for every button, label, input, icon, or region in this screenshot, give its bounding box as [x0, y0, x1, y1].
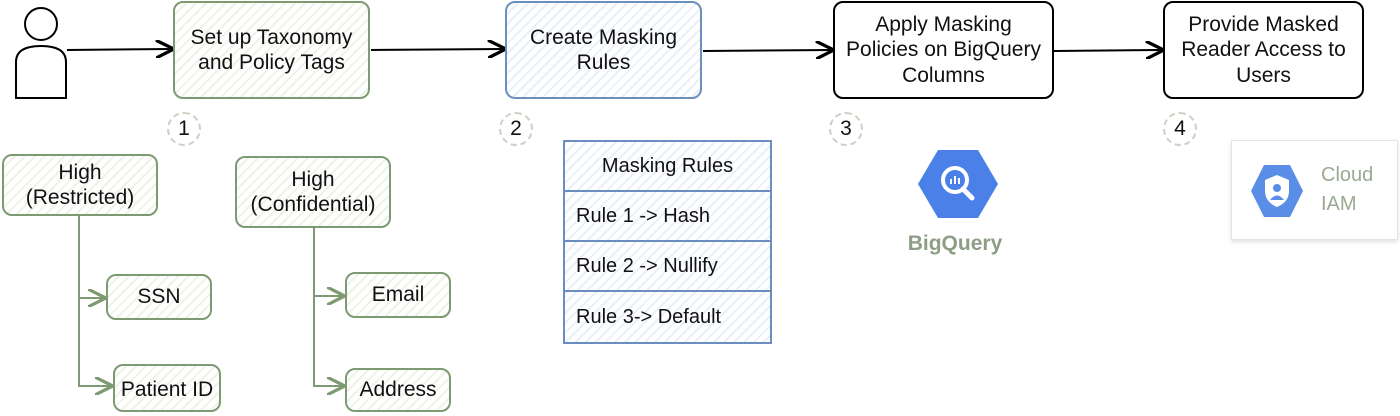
- tag-patient-id: Patient ID: [113, 364, 221, 412]
- bigquery-icon: [918, 150, 998, 218]
- tag-email-label: Email: [371, 283, 425, 307]
- tag-patient-id-label: Patient ID: [120, 377, 214, 401]
- cloud-iam-icon: [1251, 165, 1303, 217]
- masking-rule-1: Rule 1 -> Hash: [565, 192, 770, 242]
- connector-confidential-address: [313, 296, 343, 386]
- masking-rules-title: Masking Rules: [565, 142, 770, 192]
- cloud-iam-label-line2: IAM: [1321, 193, 1357, 215]
- cloud-iam-card: Cloud IAM: [1231, 140, 1398, 240]
- step-4-number: 4: [1163, 112, 1197, 146]
- masking-rules-table: Masking Rules Rule 1 -> Hash Rule 2 -> N…: [563, 140, 772, 344]
- arrow-step3-to-step4: [1053, 50, 1162, 51]
- step-3-label: Apply Masking Policies on BigQuery Colum…: [846, 13, 1041, 87]
- cloud-iam-label-line1: Cloud: [1321, 164, 1374, 186]
- arrow-step2-to-step3: [702, 50, 832, 51]
- step-3-number: 3: [829, 112, 863, 146]
- tag-address: Address: [345, 368, 451, 412]
- step-1-box: Set up Taxonomy and Policy Tags: [173, 1, 370, 99]
- connector-restricted-ssn: [78, 216, 104, 298]
- masking-rule-2: Rule 2 -> Nullify: [565, 242, 770, 292]
- tag-high-restricted: High (Restricted): [2, 154, 158, 216]
- bigquery-label: BigQuery: [907, 232, 1003, 255]
- user-icon: [15, 7, 67, 99]
- tag-address-label: Address: [359, 378, 437, 402]
- arrow-user-to-step1: [66, 49, 172, 50]
- step-1-number: 1: [167, 112, 201, 146]
- tag-high-confidential-label: High (Confidential): [250, 167, 376, 216]
- tag-email: Email: [345, 272, 451, 318]
- step-2-box: Create Masking Rules: [505, 1, 702, 99]
- step-3-box: Apply Masking Policies on BigQuery Colum…: [833, 1, 1054, 99]
- tag-ssn-label: SSN: [137, 285, 181, 309]
- connector-restricted-patientid: [78, 298, 111, 386]
- step-2-label: Create Masking Rules: [529, 25, 678, 74]
- step-4-label: Provide Masked Reader Access to Users: [1181, 13, 1346, 87]
- tag-ssn: SSN: [106, 274, 212, 320]
- step-2-number: 2: [499, 112, 533, 146]
- step-4-box: Provide Masked Reader Access to Users: [1163, 1, 1364, 99]
- arrow-step1-to-step2: [370, 49, 504, 50]
- tag-high-confidential: High (Confidential): [235, 156, 391, 228]
- step-1-label: Set up Taxonomy and Policy Tags: [190, 25, 353, 74]
- masking-rule-3: Rule 3-> Default: [565, 292, 770, 342]
- cloud-iam-label: Cloud IAM: [1321, 161, 1373, 219]
- tag-high-restricted-label: High (Restricted): [25, 160, 135, 209]
- connector-confidential-email: [313, 228, 343, 296]
